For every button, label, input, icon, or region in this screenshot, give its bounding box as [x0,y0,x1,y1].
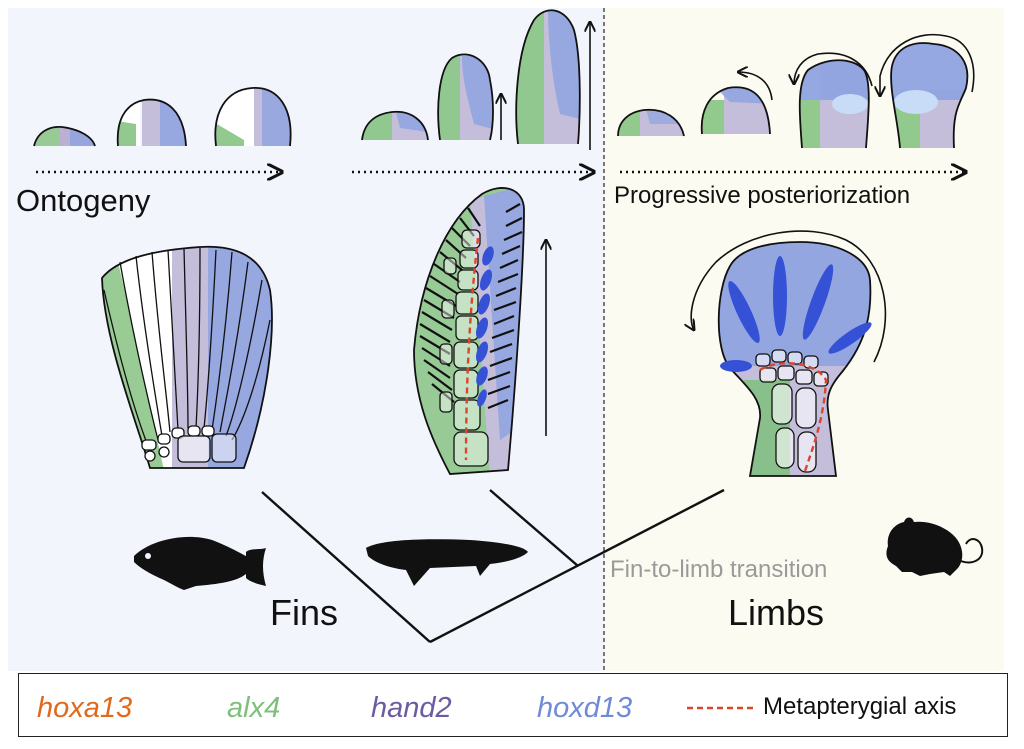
ontogeny-label: Ontogeny [16,183,151,218]
lungfish-silhouette [366,539,528,586]
fin-to-limb-transition-label: Fin-to-limb transition [610,556,828,583]
limb-bud-stage-3 [794,52,873,149]
fin-bud-stage-2 [437,53,501,141]
fin-bud-stage-3 [515,9,590,150]
metapterygial-axis-limb [759,362,828,475]
mouse-silhouette [886,517,984,576]
lobe-fin-diagram [413,187,546,475]
legend-hoxd13: hoxd13 [537,692,633,724]
legend: hoxa13 alx4 hand2 hoxd13 Metapterygial a… [18,673,1008,737]
fins-label: Fins [270,592,339,633]
progressive-posteriorization-label: Progressive posteriorization [614,182,911,209]
cichlid-fish-silhouette [134,536,266,590]
limbs-label: Limbs [728,592,825,633]
ray-fin-diagram [101,245,273,469]
legend-axis-swatch [687,706,753,710]
phylogeny-tree [261,488,725,644]
metapterygial-axis-lobe-fin [464,237,480,461]
legend-metapterygial-axis: Metapterygial axis [763,693,957,720]
legend-hoxa13: hoxa13 [37,692,133,724]
bud-stage-3 [214,87,292,147]
legend-alx4: alx4 [227,692,281,724]
legend-hand2: hand2 [371,692,452,724]
